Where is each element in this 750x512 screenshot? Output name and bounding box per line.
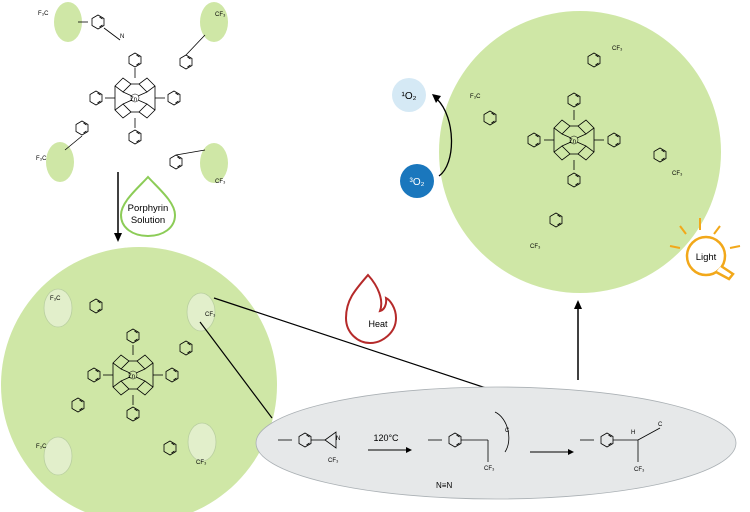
- arrow-up: [574, 300, 582, 380]
- porphyrin-molecule-top: N Zn F₃C CF₃ F₃C CF₃: [36, 2, 228, 185]
- arrow-down: [114, 172, 122, 242]
- reaction-condition: 120°C: [373, 433, 399, 443]
- cf3-label: CF₃: [484, 466, 495, 472]
- diazirine-highlight: [43, 436, 73, 476]
- zoom-line: [213, 297, 493, 391]
- diazirine-highlight: [187, 422, 217, 462]
- zinc-label: Zn: [569, 139, 576, 145]
- nitrogen-label: N: [120, 34, 124, 40]
- nitrogen-label: N: [336, 436, 340, 442]
- carbon-label: C: [505, 428, 510, 434]
- reaction-ellipse: N CF₃ 120°C N≡N CF₃ C H C CF₃: [255, 386, 737, 500]
- triplet-oxygen-label: ³O₂: [410, 177, 425, 188]
- heat-label: Heat: [368, 319, 388, 329]
- cf3-label: F₃C: [38, 11, 49, 17]
- cf3-label: CF₃: [612, 46, 623, 52]
- diazirine-highlight: [200, 2, 228, 42]
- heat-flame-icon: Heat: [344, 273, 398, 345]
- zinc-label: Zn: [130, 97, 137, 103]
- hydrogen-label: H: [631, 430, 635, 436]
- diazirine-highlight: [46, 142, 74, 182]
- cf3-label: F₃C: [36, 444, 47, 450]
- cf3-label: CF₃: [196, 460, 207, 466]
- cf3-label: CF₃: [215, 179, 226, 185]
- oxygen-conversion: ¹O₂ ³O₂: [392, 78, 453, 198]
- drop-label-line1: Porphyrin: [128, 203, 169, 214]
- porphyrin-coated-sphere: Zn F₃C CF₃ F₃C CF₃: [1, 247, 277, 512]
- nitrogen-byproduct: N≡N: [436, 481, 452, 490]
- cf3-label: CF₃: [328, 458, 339, 464]
- diazirine-highlight: [43, 288, 73, 328]
- cf3-label: CF₃: [634, 467, 645, 473]
- singlet-oxygen-generating-sphere: Zn CF₃ F₃C CF₃ CF₃: [439, 11, 721, 293]
- cf3-label: CF₃: [215, 12, 226, 18]
- diazirine-highlight: [186, 292, 216, 332]
- cf3-label: CF₃: [672, 171, 683, 177]
- cf3-label: F₃C: [36, 156, 47, 162]
- cf3-label: CF₃: [205, 312, 216, 318]
- singlet-oxygen-label: ¹O₂: [402, 91, 417, 102]
- triplet-oxygen-bubble: [400, 164, 434, 198]
- carbon-label: C: [658, 422, 663, 428]
- drop-label-line2: Solution: [131, 215, 165, 226]
- diazirine-highlight: [200, 143, 228, 183]
- cf3-label: CF₃: [530, 244, 541, 250]
- cf3-label: F₃C: [50, 296, 61, 302]
- cf3-label: F₃C: [470, 94, 481, 100]
- zoom-line: [199, 321, 273, 419]
- zinc-label: Zn: [128, 374, 135, 380]
- singlet-oxygen-bubble: [392, 78, 426, 112]
- porphyrin-solution-drop: Porphyrin Solution: [119, 175, 177, 238]
- diazirine-highlight: [54, 2, 82, 42]
- light-bulb-icon: Light: [669, 218, 741, 281]
- light-label: Light: [696, 252, 717, 263]
